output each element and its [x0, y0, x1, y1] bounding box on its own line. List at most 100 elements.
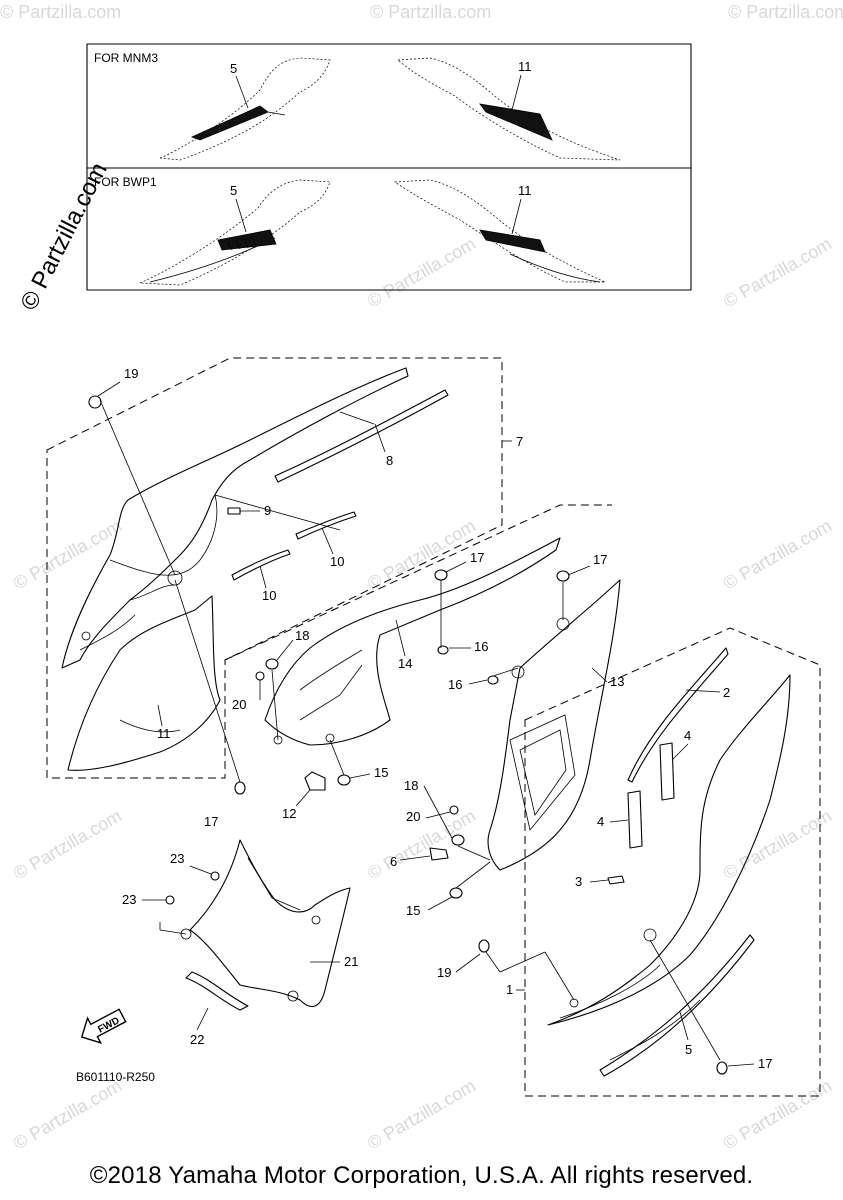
part-22-trim — [185, 971, 249, 1011]
part-10-stripe — [231, 549, 291, 581]
callout-23: 23 — [122, 892, 136, 907]
watermark-tile: © Partzilla.com — [10, 805, 125, 883]
callout-18: 18 — [295, 628, 309, 643]
fastener-17 — [716, 1061, 728, 1075]
fastener-15 — [449, 887, 463, 899]
callout-17: 17 — [593, 552, 607, 567]
part-1-lower-cover — [547, 674, 791, 1026]
callout-20: 20 — [232, 697, 246, 712]
fastener-16 — [487, 675, 499, 685]
fastener-20 — [449, 805, 459, 815]
callout-12: 12 — [282, 806, 296, 821]
callout-5: 5 — [230, 61, 237, 76]
callout-6: 6 — [390, 854, 397, 869]
callout-18: 18 — [404, 778, 418, 793]
inset-frame — [86, 43, 692, 291]
fastener-18 — [265, 658, 279, 670]
copyright-notice: ©2018 Yamaha Motor Corporation, U.S.A. A… — [89, 1162, 754, 1189]
callout-11: 11 — [157, 726, 171, 741]
callout-10: 10 — [262, 588, 276, 603]
watermark-tile: © Partzilla.com — [720, 233, 835, 311]
callout-7: 7 — [516, 434, 523, 449]
callout-3: 3 — [575, 874, 582, 889]
part-4-stripe — [659, 742, 675, 801]
callout-14: 14 — [398, 656, 412, 671]
callout-5: 5 — [230, 183, 237, 198]
fastener-19 — [88, 395, 102, 409]
callout-11: 11 — [518, 59, 532, 74]
fastener-19 — [478, 939, 490, 953]
callout-19: 19 — [437, 965, 451, 980]
fastener-20 — [255, 671, 265, 681]
fwd-label: FWD — [96, 1015, 121, 1035]
fastener-16 — [437, 645, 449, 655]
callout-9: 9 — [264, 503, 271, 518]
group-box-upper-panels — [224, 504, 612, 661]
inset-label-mnm3: FOR MNM3 — [94, 51, 158, 65]
fastener-23 — [165, 895, 175, 905]
watermark-tile: © Partzilla.com — [10, 515, 125, 593]
part-14-panel — [264, 537, 561, 746]
callout-11: 11 — [518, 183, 532, 198]
inset-cowl-left-mnm3 — [159, 57, 331, 161]
watermark-tile: © Partzilla.com — [364, 1075, 479, 1153]
callout-17: 17 — [470, 550, 484, 565]
callout-20: 20 — [406, 809, 420, 824]
callout-4: 4 — [597, 814, 604, 829]
callout-19: 19 — [124, 366, 138, 381]
callout-21: 21 — [344, 954, 358, 969]
inset-cowl-right-mnm3 — [397, 57, 621, 161]
watermark-tile: © Partzilla.com — [728, 2, 843, 22]
callout-13: 13 — [610, 674, 624, 689]
diagram-code: B601110-R250 — [76, 1070, 155, 1084]
callout-16: 16 — [448, 677, 462, 692]
variant-inset: FOR MNM3 FOR BWP1 5 11 5 — [86, 43, 692, 291]
part-13-panel — [487, 579, 621, 871]
callout-10: 10 — [330, 554, 344, 569]
callout-5: 5 — [685, 1042, 692, 1057]
callout-16: 16 — [474, 639, 488, 654]
callouts: 19 7 8 9 10 10 11 17 17 17 16 16 14 13 — [97, 366, 772, 1071]
callout-8: 8 — [386, 453, 393, 468]
watermark-tile: © Partzilla.com — [10, 1075, 125, 1153]
callout-15: 15 — [406, 903, 420, 918]
fastener-15 — [337, 774, 351, 786]
watermark-tile: © Partzilla.com — [720, 515, 835, 593]
part-5-trim — [599, 934, 755, 1077]
callout-2: 2 — [723, 685, 730, 700]
fastener-17 — [556, 570, 570, 582]
fastener-23 — [210, 871, 220, 881]
callout-1: 1 — [506, 982, 513, 997]
watermark-tile: © Partzilla.com — [720, 1075, 835, 1153]
fastener-6 — [429, 847, 449, 861]
part-8-stripe — [274, 389, 449, 483]
part-21-cover — [180, 839, 351, 1008]
callout-23: 23 — [170, 851, 184, 866]
fasteners — [88, 395, 728, 1075]
part-12-bracket — [304, 771, 326, 791]
group-box-1 — [524, 627, 821, 1097]
fastener-17 — [234, 781, 246, 795]
watermark-tile: © Partzilla.com — [0, 2, 121, 22]
callout-22: 22 — [190, 1032, 204, 1047]
inset-cowl-left-bwp1 — [139, 179, 331, 286]
inset-cowl-right-bwp1 — [393, 179, 606, 283]
group-box-7 — [46, 357, 503, 779]
part-11-lower-cover — [67, 595, 221, 771]
watermark-tile: © Partzilla.com — [720, 805, 835, 883]
fastener-3 — [607, 875, 625, 885]
callout-17: 17 — [758, 1056, 772, 1071]
part-10-stripe — [295, 511, 357, 540]
callout-17: 17 — [204, 814, 218, 829]
part-7-side-cover — [61, 367, 409, 669]
fastener-18 — [451, 834, 465, 846]
watermark-tile: © Partzilla.com — [364, 515, 479, 593]
fastener-17 — [434, 569, 448, 581]
callout-4: 4 — [684, 728, 691, 743]
watermark-tile: © Partzilla.com — [370, 2, 491, 22]
part-9-clip — [227, 507, 241, 515]
watermark-tile: © Partzilla.com — [364, 233, 479, 311]
inset-label-bwp1: FOR BWP1 — [94, 175, 157, 189]
callout-15: 15 — [374, 765, 388, 780]
